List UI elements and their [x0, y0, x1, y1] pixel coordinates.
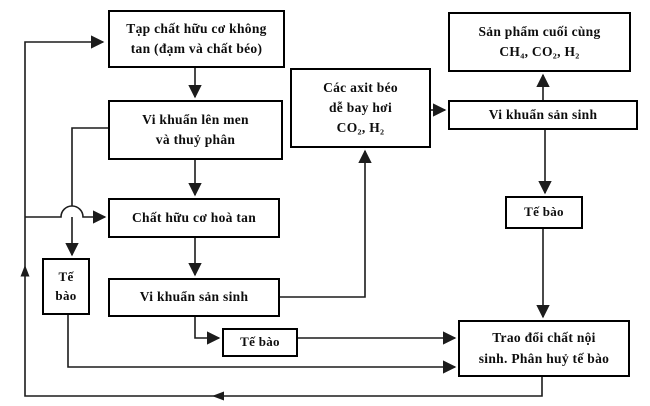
- node-producing-bacteria-right: Vi khuẩn sản sinh: [448, 100, 638, 130]
- connector-return-loop: [24, 35, 543, 397]
- node-label: Tế bào: [524, 204, 564, 220]
- connector-tebao-left-to-traodoi: [67, 315, 457, 374]
- connector-lenmen-to-tebao-left: [65, 127, 108, 257]
- return-loop-left-arrowhead: [212, 391, 224, 401]
- connector-sansinh-to-axitbeo: [280, 149, 372, 298]
- return-loop-up-arrowhead: [20, 265, 30, 277]
- node-soluble-organic-matter: Chất hữu cơ hoà tan: [108, 198, 280, 238]
- node-final-products: Sản phẩm cuối cùng CH₄, CO₂, H₂: [448, 12, 631, 72]
- node-cells-middle: Tế bào: [222, 328, 298, 357]
- node-cells-right: Tế bào: [505, 196, 583, 229]
- node-cells-left: Tế bào: [42, 258, 90, 315]
- node-endogenous-metabolism-cell-decay: Trao đổi chất nội sinh. Phân huỷ tế bào: [458, 320, 630, 377]
- node-producing-bacteria-left: Vi khuẩn sản sinh: [108, 278, 280, 317]
- node-label: Vi khuẩn lên men và thuỷ phân: [142, 111, 249, 147]
- node-volatile-fatty-acids: Các axit béo dễ bay hơi CO₂, H₂: [290, 68, 431, 148]
- node-label: Tế bào: [240, 334, 280, 350]
- node-label: Tạp chất hữu cơ không tan (đạm và chất b…: [126, 20, 267, 56]
- node-fermenting-hydrolysing-bacteria: Vi khuẩn lên men và thuỷ phân: [108, 100, 283, 160]
- line-hop-bridge-fill: [61, 206, 83, 217]
- node-label: Tế bào: [55, 268, 77, 303]
- connector-loop-to-hoatan-bridge: [25, 205, 107, 224]
- node-insoluble-organic-matter: Tạp chất hữu cơ không tan (đạm và chất b…: [108, 10, 285, 68]
- node-label: Trao đổi chất nội sinh. Phân huỷ tế bào: [478, 330, 610, 366]
- node-label: Sản phẩm cuối cùng CH₄, CO₂, H₂: [478, 23, 601, 59]
- connector-sansinh-to-tebao-mid: [194, 317, 221, 345]
- node-label: Vi khuẩn sản sinh: [139, 289, 249, 305]
- node-label: Các axit béo dễ bay hơi CO₂, H₂: [323, 79, 398, 136]
- node-label: Chất hữu cơ hoà tan: [131, 209, 257, 225]
- node-label: Vi khuẩn sản sinh: [488, 106, 598, 122]
